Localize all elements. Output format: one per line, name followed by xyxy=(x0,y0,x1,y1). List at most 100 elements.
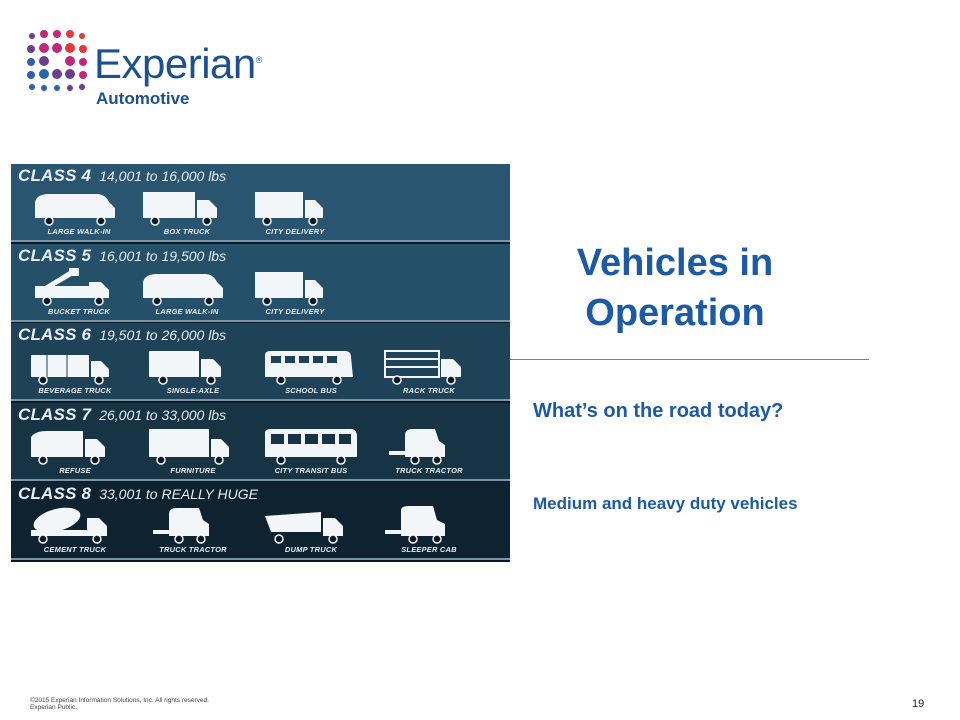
class-weight-range: 26,001 to 33,000 lbs xyxy=(99,406,227,423)
logo-dot xyxy=(79,84,85,90)
bucket-truck-icon xyxy=(35,267,109,306)
class-name: CLASS 8 xyxy=(18,484,92,504)
vehicle-label: SCHOOL BUS xyxy=(285,386,337,396)
slide-title-line-2: Operation xyxy=(585,292,765,334)
logo-dot xyxy=(39,69,49,79)
class-band: CLASS 8 33,001 to REALLY HUGE CEMENT TRUCK… xyxy=(11,482,510,561)
vehicle-item: CITY TRANSIT BUS xyxy=(261,427,361,477)
logo-dot xyxy=(29,84,35,90)
class-header: CLASS 8 33,001 to REALLY HUGE xyxy=(18,484,258,506)
vehicle-item: SINGLE-AXLE xyxy=(143,347,243,397)
vehicle-label: CITY DELIVERY xyxy=(265,306,325,316)
logo-dot xyxy=(54,85,60,91)
logo-dot xyxy=(27,58,35,66)
logo-dot xyxy=(39,56,49,66)
vehicle-label: BOX TRUCK xyxy=(163,227,211,236)
vehicle-label: TRUCK TRACTOR xyxy=(395,465,463,475)
vehicle-item: BEVERAGE TRUCK xyxy=(25,347,125,397)
logo-dot xyxy=(65,43,75,53)
vehicle-label: SLEEPER CAB xyxy=(401,545,457,555)
page-number: 19 xyxy=(912,698,925,710)
experian-dots-icon xyxy=(27,30,87,91)
box-truck-icon xyxy=(143,192,217,226)
slide-title: Vehicles in Operation xyxy=(530,238,820,338)
copyright-line-2: Experian Public. xyxy=(30,704,77,711)
logo-dot xyxy=(41,85,47,91)
cement-truck-icon xyxy=(31,508,107,545)
class-name: CLASS 6 xyxy=(18,325,92,345)
vehicle-label: TRUCK TRACTOR xyxy=(159,545,227,555)
rack-truck-icon xyxy=(384,350,461,385)
van-icon xyxy=(143,273,223,306)
copyright-line-1: ©2015 Experian Information Solutions, In… xyxy=(30,697,209,704)
logo-dot xyxy=(40,30,48,38)
truck-tractor-icon xyxy=(153,508,209,545)
vehicle-item: LARGE WALK-IN xyxy=(137,268,237,318)
class-header: CLASS 6 19,501 to 26,000 lbs xyxy=(18,325,226,347)
transit-bus-icon xyxy=(265,428,357,465)
single-axle-truck-icon xyxy=(149,351,221,385)
vehicle-item: CEMENT TRUCK xyxy=(25,506,125,556)
vehicle-label: CITY DELIVERY xyxy=(265,227,325,236)
logo-dot xyxy=(53,30,61,38)
vehicle-item: BOX TRUCK xyxy=(137,188,237,238)
logo-dot xyxy=(52,69,62,79)
vehicle-item: BUCKET TRUCK xyxy=(29,267,129,318)
experian-automotive-logo: Experian® Automotive xyxy=(26,30,266,114)
van-icon xyxy=(35,194,115,226)
logo-wordmark: Experian® xyxy=(94,38,262,86)
truck-tractor-icon xyxy=(389,428,445,465)
dump-truck-icon xyxy=(265,512,343,545)
vehicle-label: FURNITURE xyxy=(170,465,216,475)
refuse-truck-icon xyxy=(31,430,105,465)
class-weight-range: 33,001 to REALLY HUGE xyxy=(99,486,258,503)
vehicle-label: CEMENT TRUCK xyxy=(43,545,107,555)
vehicle-item: FURNITURE xyxy=(143,427,243,477)
logo-dot xyxy=(79,58,87,66)
class-weight-range: 14,001 to 16,000 lbs xyxy=(99,168,227,184)
logo-dot xyxy=(67,85,73,91)
vehicle-item: LARGE WALK-IN xyxy=(29,188,129,238)
logo-dot xyxy=(65,56,75,66)
delivery-truck-icon xyxy=(255,192,323,226)
class-name: CLASS 5 xyxy=(18,245,92,265)
class-header: CLASS 5 16,001 to 19,500 lbs xyxy=(18,246,226,268)
copyright-notice: ©2015 Experian Information Solutions, In… xyxy=(30,697,209,711)
vehicle-item: DUMP TRUCK xyxy=(261,506,361,556)
logo-dot xyxy=(39,43,49,53)
vehicle-label: SINGLE-AXLE xyxy=(166,386,220,396)
logo-dot xyxy=(29,33,35,39)
vehicle-label: DUMP TRUCK xyxy=(284,545,338,555)
slide-title-line-1: Vehicles in xyxy=(576,242,774,284)
vehicle-item: SCHOOL BUS xyxy=(261,347,361,397)
beverage-truck-icon xyxy=(31,355,109,385)
slide-subheading: Medium and heavy duty vehicles xyxy=(533,494,798,513)
logo-dot xyxy=(66,30,74,38)
vehicle-label: RACK TRUCK xyxy=(403,386,455,396)
vehicle-label: REFUSE xyxy=(59,465,91,475)
logo-dot xyxy=(79,45,87,53)
class-name: CLASS 7 xyxy=(18,404,92,424)
vehicle-item: TRUCK TRACTOR xyxy=(379,427,479,477)
vehicle-label: BEVERAGE TRUCK xyxy=(38,386,112,396)
school-bus-icon xyxy=(265,351,353,385)
logo-dot xyxy=(52,43,62,53)
delivery-truck-icon xyxy=(255,271,323,306)
vehicle-item: SLEEPER CAB xyxy=(379,506,479,556)
vehicle-label: LARGE WALK-IN xyxy=(155,306,219,316)
logo-dot xyxy=(27,71,35,79)
vehicle-item: CITY DELIVERY xyxy=(245,268,345,318)
logo-dot xyxy=(27,45,35,53)
logo-division: Automotive xyxy=(96,89,190,108)
logo-wordmark-text: Experian xyxy=(94,40,256,87)
vehicle-label: LARGE WALK-IN xyxy=(47,227,111,236)
class-weight-range: 19,501 to 26,000 lbs xyxy=(99,327,227,344)
class-name: CLASS 4 xyxy=(18,166,92,185)
logo-dot xyxy=(79,33,85,39)
class-weight-range: 16,001 to 19,500 lbs xyxy=(99,247,227,264)
vehicle-item: CITY DELIVERY xyxy=(245,188,345,238)
logo-registered-mark: ® xyxy=(255,55,263,65)
vehicle-label: BUCKET TRUCK xyxy=(48,306,110,316)
